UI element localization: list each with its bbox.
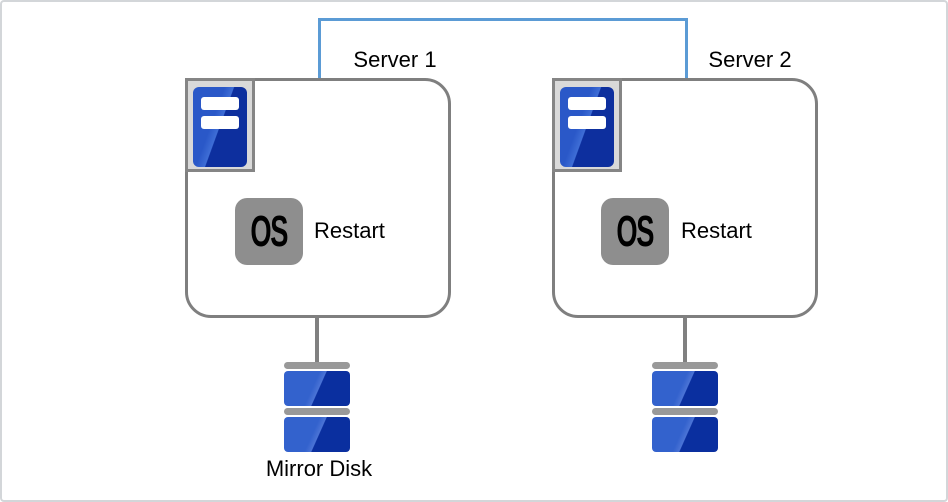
disk-platter-bar xyxy=(284,408,350,415)
disk-platter-bar xyxy=(652,362,718,369)
stacked-disk-icon xyxy=(652,362,718,452)
stacked-disk-icon xyxy=(284,362,350,452)
tower-slot-icon xyxy=(201,116,239,129)
disk-platter-bar xyxy=(652,408,718,415)
disk-body xyxy=(284,371,350,406)
disk-body xyxy=(652,417,718,452)
server-2-disk-connector xyxy=(683,316,687,363)
disk-platter-bar xyxy=(284,362,350,369)
interconnect-line-icon xyxy=(318,18,688,78)
server-tower-icon xyxy=(560,87,614,167)
tower-slot-icon xyxy=(568,97,606,110)
server-2-icon-tray xyxy=(552,78,622,172)
os-badge-label: OS xyxy=(250,206,289,256)
tower-slot-icon xyxy=(201,97,239,110)
os-badge-icon: OS xyxy=(235,198,303,265)
disk-body xyxy=(284,417,350,452)
disk-body xyxy=(652,371,718,406)
server-2-label: Server 2 xyxy=(708,47,792,72)
server-2-restart-label: Restart xyxy=(681,218,752,243)
server-1-disk-connector xyxy=(315,316,319,363)
os-badge-icon: OS xyxy=(601,198,669,265)
server-1-label: Server 1 xyxy=(353,47,437,72)
os-badge-label: OS xyxy=(616,206,655,256)
server-1-icon-tray xyxy=(185,78,255,172)
mirror-disk-label: Mirror Disk xyxy=(265,456,373,481)
server-1-restart-label: Restart xyxy=(314,218,385,243)
server-tower-icon xyxy=(193,87,247,167)
tower-slot-icon xyxy=(568,116,606,129)
